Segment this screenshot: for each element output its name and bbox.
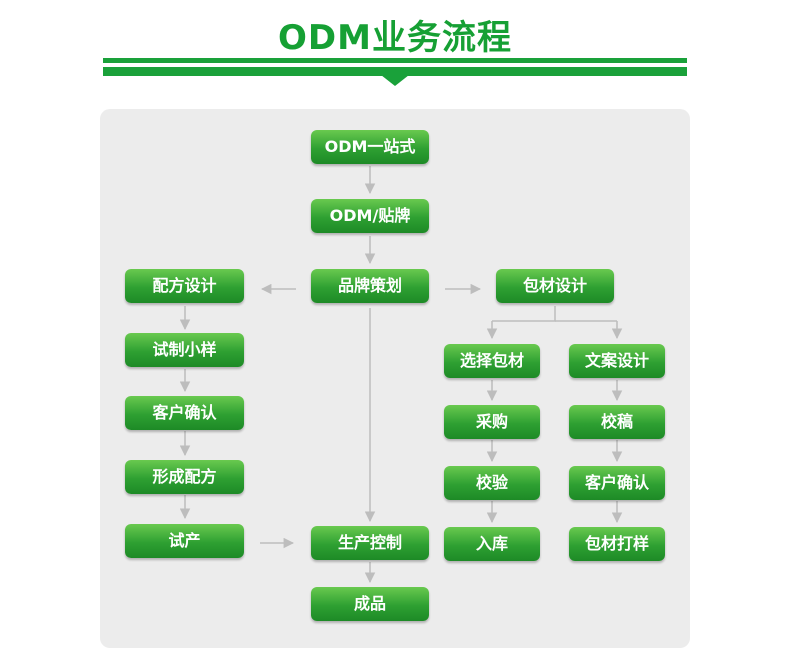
node-customer-confirm-right: 客户确认 [569, 466, 665, 500]
title-divider-arrow-icon [381, 75, 409, 86]
node-formula-design: 配方设计 [125, 269, 244, 303]
node-trial-sample: 试制小样 [125, 333, 244, 367]
node-warehousing: 入库 [444, 527, 540, 561]
title-divider-thin [103, 58, 687, 63]
node-purchasing: 采购 [444, 405, 540, 439]
node-finalize-formula: 形成配方 [125, 460, 244, 494]
node-finished-product: 成品 [311, 587, 429, 621]
node-trial-production: 试产 [125, 524, 244, 558]
node-odm-one-stop: ODM一站式 [311, 130, 429, 164]
node-proofreading: 校稿 [569, 405, 665, 439]
node-production-control: 生产控制 [311, 526, 429, 560]
title-divider-thick [103, 67, 687, 76]
branch-packaging-split [492, 306, 556, 322]
node-inspection: 校验 [444, 466, 540, 500]
node-copywriting-design: 文案设计 [569, 344, 665, 378]
node-odm-oem: ODM/贴牌 [311, 199, 429, 233]
page-title: ODM业务流程 [278, 18, 512, 58]
node-customer-confirm-left: 客户确认 [125, 396, 244, 430]
node-brand-planning: 品牌策划 [311, 269, 429, 303]
node-packaging-design: 包材设计 [496, 269, 614, 303]
node-packaging-proofing: 包材打样 [569, 527, 665, 561]
node-select-packaging: 选择包材 [444, 344, 540, 378]
